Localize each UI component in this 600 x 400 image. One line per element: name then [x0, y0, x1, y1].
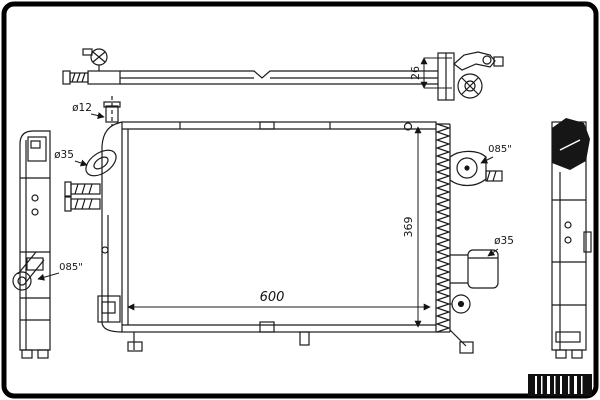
diagonal-pipe	[17, 251, 45, 283]
outlet-pipe	[467, 249, 499, 289]
barcode-logo	[528, 374, 592, 396]
left-tank-top	[87, 70, 121, 85]
bottom-right-mount	[459, 341, 474, 354]
right-fitting-circle	[457, 73, 483, 99]
callout-dia12-label: ø12	[72, 102, 92, 114]
mount-foot-left	[127, 341, 143, 352]
pipe-end-circle	[12, 271, 32, 291]
front-view-core	[121, 121, 451, 333]
dimension-depth-label: 26	[409, 66, 422, 80]
fin-zigzag	[435, 123, 451, 333]
right-tank-fittings	[449, 150, 503, 354]
stub-hatch	[71, 72, 86, 83]
dimension-depth	[420, 57, 452, 89]
lower-bracket	[97, 295, 121, 323]
left-side-view	[12, 130, 51, 359]
dimension-width-label: 600	[260, 290, 285, 305]
top-bar-upper	[120, 70, 438, 79]
top-right-plug	[403, 122, 413, 131]
callout-leaders	[37, 112, 499, 281]
top-notch	[259, 121, 275, 130]
dimension-height-label: 369	[402, 217, 415, 238]
right-side-view	[551, 118, 592, 359]
left-tank-fittings	[64, 96, 310, 352]
filler-neck	[85, 149, 117, 177]
core-outline	[121, 121, 437, 333]
callout-085-left-label: 085"	[59, 262, 83, 273]
mount-peg-center	[299, 331, 310, 346]
left-tank-outline	[101, 121, 123, 333]
callout-dia35-left-label: ø35	[54, 149, 74, 161]
right-elbow-top	[453, 51, 496, 71]
left-view-outline	[19, 130, 51, 351]
bottom-notch	[259, 321, 275, 333]
cap-cross	[92, 51, 106, 63]
top-view	[62, 48, 504, 101]
callout-085-right-label: 085"	[488, 144, 512, 155]
cap-lever	[82, 48, 93, 56]
callout-dia35-right-label: ø35	[494, 235, 514, 247]
